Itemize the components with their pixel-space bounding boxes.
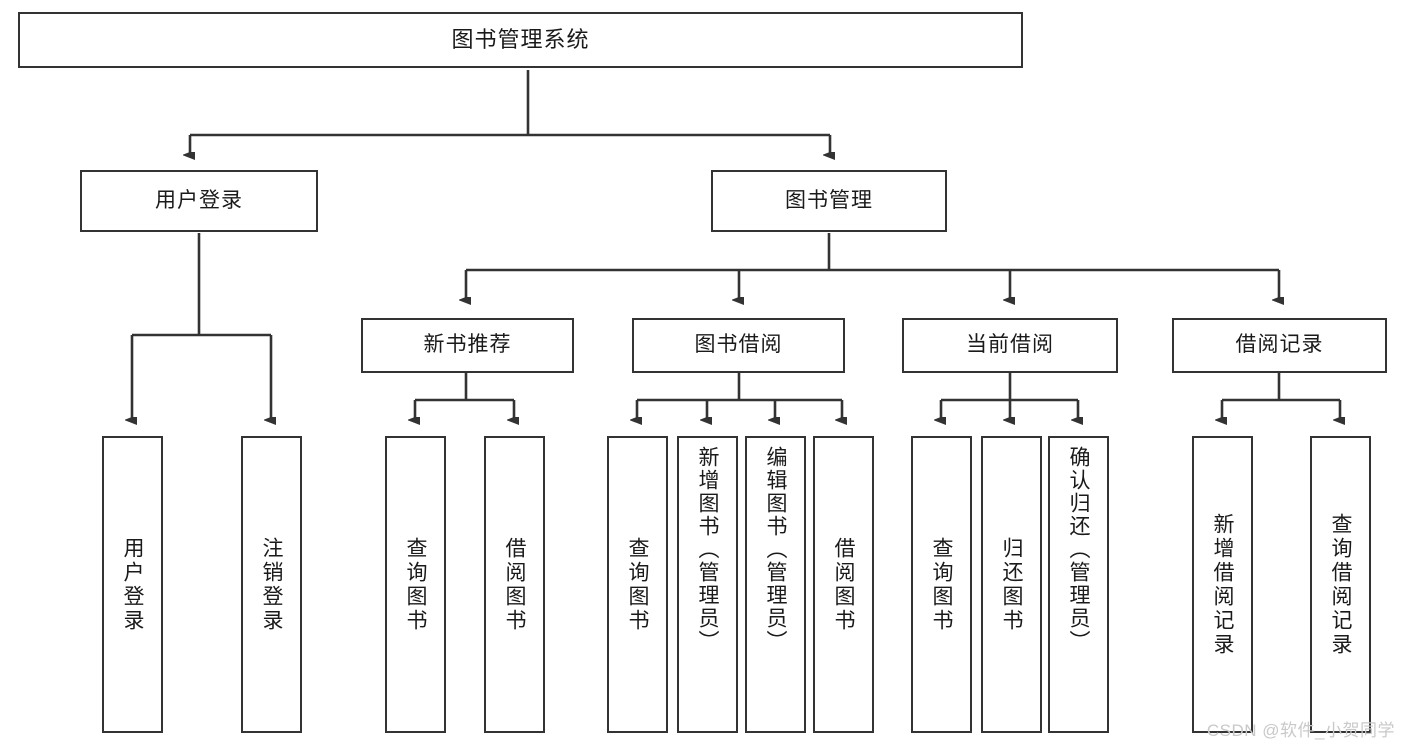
node-label: 用户登录 — [155, 188, 243, 212]
node-label: 用户登录 — [121, 536, 144, 633]
node-leaf-user-login[interactable]: 用户登录 — [102, 436, 163, 733]
node-label: 查询图书 — [404, 536, 427, 633]
node-user-login[interactable]: 用户登录 — [80, 170, 318, 232]
node-leaf-add-book[interactable]: 新增图书（管理员） — [677, 436, 738, 733]
node-leaf-query-book-borrow[interactable]: 查询图书 — [607, 436, 668, 733]
node-book-manage[interactable]: 图书管理 — [711, 170, 947, 232]
link-borrow-record-to-leaves — [1222, 373, 1340, 420]
node-label: 图书借阅 — [694, 333, 783, 357]
node-label: 借阅记录 — [1235, 333, 1324, 357]
node-label: 查询图书 — [626, 536, 649, 633]
node-label: 图书管理系统 — [451, 27, 590, 53]
node-root-system[interactable]: 图书管理系统 — [18, 12, 1023, 68]
link-user-login-to-leaves — [132, 233, 271, 420]
node-leaf-borrow-book-recommend[interactable]: 借阅图书 — [484, 436, 545, 733]
node-current-borrow[interactable]: 当前借阅 — [902, 318, 1118, 373]
node-leaf-borrow-book-borrow[interactable]: 借阅图书 — [813, 436, 874, 733]
node-book-borrow[interactable]: 图书借阅 — [632, 318, 845, 373]
node-leaf-query-borrow-record[interactable]: 查询借阅记录 — [1310, 436, 1371, 733]
node-label: 确认归还（管理员） — [1067, 446, 1090, 653]
node-leaf-add-borrow-record[interactable]: 新增借阅记录 — [1192, 436, 1253, 733]
node-label: 查询借阅记录 — [1329, 512, 1352, 657]
node-label: 归还图书 — [1000, 536, 1023, 633]
node-label: 新增图书（管理员） — [696, 446, 719, 653]
link-new-book-recommend-to-leaves — [415, 373, 514, 420]
node-label: 新书推荐 — [423, 333, 512, 357]
node-borrow-record[interactable]: 借阅记录 — [1172, 318, 1387, 373]
node-label: 借阅图书 — [832, 536, 855, 633]
link-book-borrow-to-leaves — [637, 373, 842, 420]
node-label: 查询图书 — [930, 536, 953, 633]
node-leaf-return-book[interactable]: 归还图书 — [981, 436, 1042, 733]
node-label: 新增借阅记录 — [1211, 512, 1234, 657]
node-label: 编辑图书（管理员） — [764, 446, 787, 653]
node-label: 图书管理 — [785, 188, 873, 212]
node-label: 注销登录 — [260, 536, 283, 633]
node-label: 借阅图书 — [503, 536, 526, 633]
node-new-book-recommend[interactable]: 新书推荐 — [361, 318, 574, 373]
link-book-manage-to-level3 — [466, 233, 1279, 300]
node-leaf-edit-book[interactable]: 编辑图书（管理员） — [745, 436, 806, 733]
node-leaf-logout-login[interactable]: 注销登录 — [241, 436, 302, 733]
csdn-watermark: CSDN @软件_小贺同学 — [1206, 721, 1395, 740]
node-leaf-query-book-current[interactable]: 查询图书 — [911, 436, 972, 733]
node-leaf-query-book-recommend[interactable]: 查询图书 — [385, 436, 446, 733]
node-leaf-confirm-return[interactable]: 确认归还（管理员） — [1048, 436, 1109, 733]
node-label: 当前借阅 — [966, 333, 1054, 357]
link-root-to-level2 — [190, 70, 830, 155]
link-current-borrow-to-leaves — [941, 373, 1078, 420]
